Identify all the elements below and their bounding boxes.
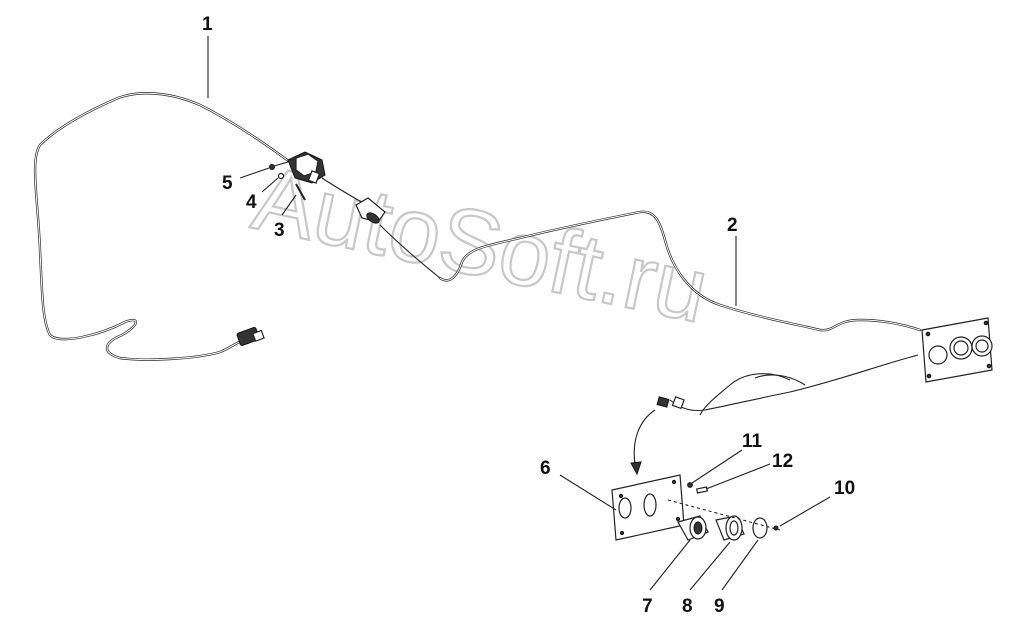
harness-1 [33,92,441,361]
screw-5 [269,161,289,170]
callout-1: 1 [202,14,213,35]
harness-2 [438,210,922,416]
callout-11: 11 [742,431,763,452]
nut-11 [687,482,693,488]
callout-2: 2 [727,215,738,236]
washer-4 [277,172,285,180]
callout-3: 3 [274,220,285,241]
callouts: 1 2 3 4 5 6 7 8 9 10 11 12 [202,14,855,617]
switch-panel-assembled [921,317,993,383]
harness-1-plug [236,327,265,346]
callout-10: 10 [834,478,855,499]
screw-12 [695,486,709,494]
callout-4: 4 [246,192,257,213]
callout-5: 5 [222,173,233,194]
callout-8: 8 [682,596,693,617]
callout-9: 9 [714,596,725,617]
callout-12: 12 [772,451,793,472]
pin-3 [295,183,306,201]
switch-8 [715,515,745,541]
switch-7 [677,515,709,541]
relay-connector [287,151,326,184]
callout-7: 7 [642,596,653,617]
ring-9 [752,517,768,539]
panel-6 [611,474,685,541]
leader-lines [207,36,831,591]
callout-6: 6 [540,458,551,479]
fuse-holder [355,197,386,224]
assembly-arrow [630,409,656,476]
